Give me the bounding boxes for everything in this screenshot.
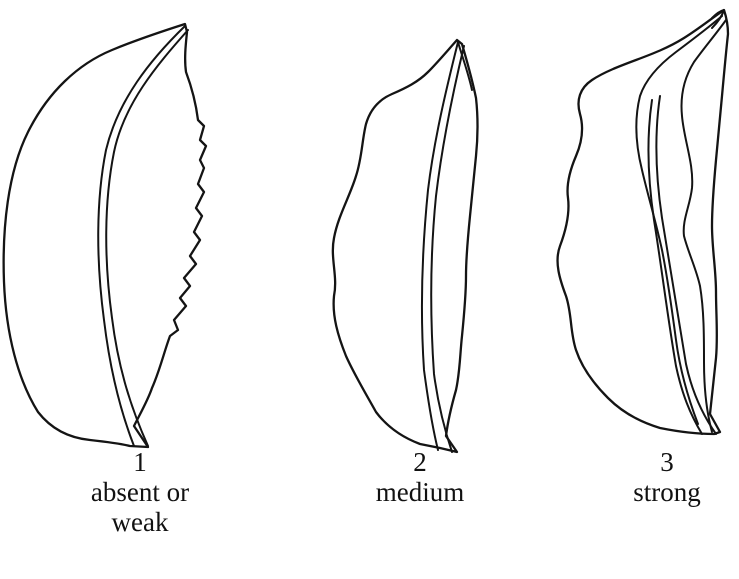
leaf-2-blade — [333, 40, 478, 452]
variant-3-description: strong — [595, 477, 739, 507]
variant-label-3: 3 strong — [595, 447, 739, 507]
leaf-2-drawing — [333, 40, 478, 452]
leaf-2-midrib-left — [422, 42, 458, 450]
variant-label-1: 1 absent or weak — [40, 447, 240, 537]
leaf-3-drawing — [558, 10, 728, 434]
variant-3-number: 3 — [595, 447, 739, 477]
leaf-3-inner-fold — [636, 16, 722, 424]
variant-1-number: 1 — [40, 447, 240, 477]
leaf-2-midrib-right — [431, 46, 464, 452]
leaf-1-blade — [4, 24, 206, 447]
variant-2-number: 2 — [320, 447, 520, 477]
variant-label-2: 2 medium — [320, 447, 520, 507]
variant-2-description: medium — [320, 477, 520, 507]
leaf-1-drawing — [4, 24, 206, 447]
leaf-1-midrib-right — [106, 30, 188, 446]
variant-1-description: absent or weak — [40, 477, 240, 537]
leaf-3-blade — [558, 10, 728, 434]
